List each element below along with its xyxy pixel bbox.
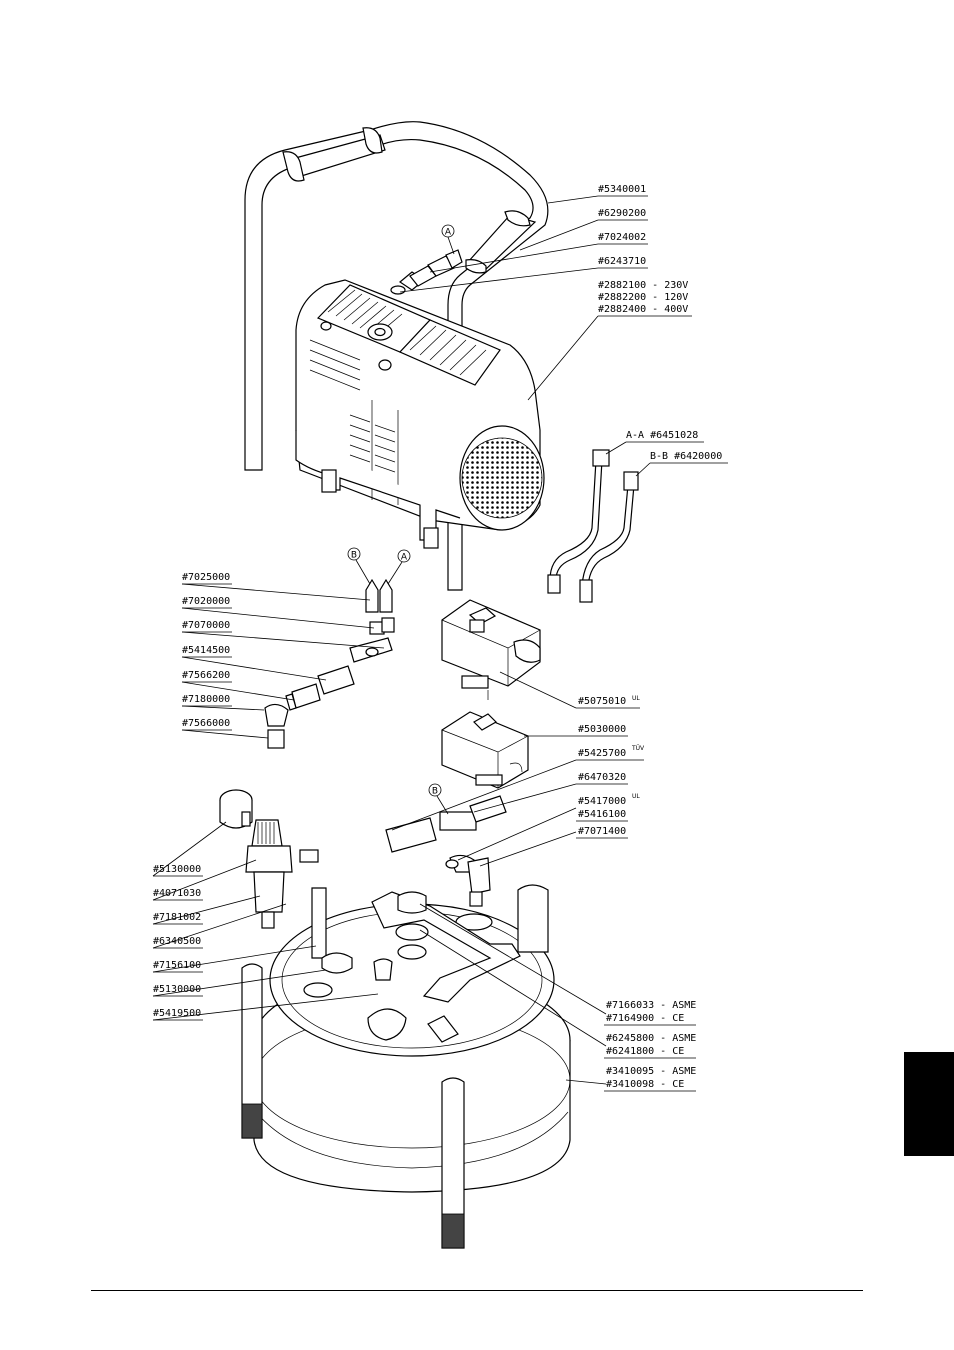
svg-text:UL: UL <box>632 793 640 800</box>
part-label-4071030: #4071030 <box>153 888 203 901</box>
svg-text:#7070000: #7070000 <box>182 620 230 631</box>
callout-a-left: A <box>387 549 411 585</box>
part-label-7020000: #7020000 <box>182 596 232 609</box>
callout-b-left: B <box>347 547 371 585</box>
svg-text:#4071030: #4071030 <box>153 888 201 899</box>
pressure-switch <box>441 711 529 789</box>
part-label-6340500: #6340500 <box>153 936 203 949</box>
svg-text:A: A <box>401 553 408 563</box>
svg-text:#7020000: #7020000 <box>182 596 230 607</box>
part-label-6241800: #6241800 - CE <box>604 1046 696 1059</box>
part-label-2882200: #2882200 - 120V <box>598 292 688 303</box>
part-label-5417000: #5417000 UL <box>578 793 640 807</box>
part-label-6290200: #6290200 <box>598 208 648 221</box>
svg-text:#5340001: #5340001 <box>598 184 646 195</box>
part-label-7181002: #7181002 <box>153 912 203 925</box>
svg-text:#6290200: #6290200 <box>598 208 646 219</box>
legs <box>241 963 465 1249</box>
svg-text:#7156100: #7156100 <box>153 960 201 971</box>
svg-text:#7025000: #7025000 <box>182 572 230 583</box>
part-label-5416100: #5416100 <box>576 809 628 822</box>
svg-text:#2882400 - 400V: #2882400 - 400V <box>598 304 688 315</box>
svg-text:A: A <box>445 228 452 238</box>
part-label-5130000-top: #5130000 <box>153 864 203 877</box>
svg-text:#7566000: #7566000 <box>182 718 230 729</box>
part-label-7071400: #7071400 <box>576 826 628 839</box>
svg-text:B-B #6420000: B-B #6420000 <box>650 451 722 462</box>
part-label-5030000: #5030000 <box>576 724 628 737</box>
part-label-7166033: #7166033 - ASME <box>606 1000 696 1011</box>
svg-text:#7566200: #7566200 <box>182 670 230 681</box>
svg-text:#2882200 - 120V: #2882200 - 120V <box>598 292 688 303</box>
part-label-6470320: #6470320 <box>576 772 628 785</box>
part-label-5414500: #5414500 <box>182 645 232 658</box>
hoses <box>547 449 639 603</box>
air-tank <box>253 884 571 1193</box>
compressor-motor <box>295 279 545 549</box>
svg-text:#5414500: #5414500 <box>182 645 230 656</box>
part-label-7180000: #7180000 <box>182 694 232 707</box>
part-label-7164900: #7164900 - CE <box>604 1013 696 1026</box>
left-fittings <box>264 578 395 749</box>
chapter-tab <box>904 1052 954 1156</box>
part-label-2882100: #2882100 - 230V <box>598 280 688 291</box>
part-label-3410095: #3410095 - ASME <box>606 1066 696 1077</box>
part-label-7566200: #7566200 <box>182 670 232 683</box>
part-label-5419500: #5419500 <box>153 1008 203 1021</box>
svg-text:#7166033 - ASME: #7166033 - ASME <box>606 1000 696 1011</box>
svg-text:B: B <box>432 787 438 797</box>
svg-text:#3410095 - ASME: #3410095 - ASME <box>606 1066 696 1077</box>
svg-text:#5416100: #5416100 <box>578 809 626 820</box>
svg-text:#6470320: #6470320 <box>578 772 626 783</box>
svg-text:#5075010: #5075010 <box>578 696 626 707</box>
svg-text:#5417000: #5417000 <box>578 796 626 807</box>
callout-b-mid: B <box>428 783 449 815</box>
part-label-6451028: A-A #6451028 <box>626 430 704 443</box>
gauge-and-regulator <box>219 789 319 929</box>
callout-a-top: A <box>441 224 455 255</box>
part-label-6243710: #6243710 <box>598 256 648 269</box>
svg-text:#2882100 - 230V: #2882100 - 230V <box>598 280 688 291</box>
svg-text:#5425700: #5425700 <box>578 748 626 759</box>
svg-text:#6340500: #6340500 <box>153 936 201 947</box>
svg-text:#3410098 - CE: #3410098 - CE <box>606 1079 684 1090</box>
svg-text:#5130000: #5130000 <box>153 864 201 875</box>
part-label-7156100: #7156100 <box>153 960 203 973</box>
svg-text:#6241800 - CE: #6241800 - CE <box>606 1046 684 1057</box>
part-label-6245800: #6245800 - ASME <box>606 1033 696 1044</box>
svg-text:#5030000: #5030000 <box>578 724 626 735</box>
svg-text:#7181002: #7181002 <box>153 912 201 923</box>
part-label-6420000: B-B #6420000 <box>650 451 728 464</box>
part-label-7070000: #7070000 <box>182 620 232 633</box>
svg-text:TÜV: TÜV <box>631 745 645 752</box>
part-label-3410098: #3410098 - CE <box>604 1079 696 1092</box>
footer-rule <box>91 1290 863 1291</box>
svg-text:UL: UL <box>632 695 640 702</box>
part-label-7025000: #7025000 <box>182 572 232 585</box>
svg-text:A-A #6451028: A-A #6451028 <box>626 430 698 441</box>
svg-text:#5419500: #5419500 <box>153 1008 201 1019</box>
svg-text:#7024002: #7024002 <box>598 232 646 243</box>
part-label-5425700: #5425700 TÜV <box>576 745 645 761</box>
svg-text:#6245800 - ASME: #6245800 - ASME <box>606 1033 696 1044</box>
handle-frame <box>244 121 549 591</box>
mid-fittings <box>385 795 507 907</box>
svg-text:#7180000: #7180000 <box>182 694 230 705</box>
svg-text:#5130000: #5130000 <box>153 984 201 995</box>
part-label-7024002: #7024002 <box>598 232 648 245</box>
pressure-switch-ul <box>441 599 541 700</box>
part-label-7566000: #7566000 <box>182 718 232 731</box>
part-label-5130000-bottom: #5130000 <box>153 984 203 997</box>
svg-text:#7071400: #7071400 <box>578 826 626 837</box>
svg-text:#6243710: #6243710 <box>598 256 646 267</box>
leader-lines <box>152 195 651 1085</box>
part-label-2882400: #2882400 - 400V <box>598 304 692 317</box>
svg-text:B: B <box>351 551 357 561</box>
part-label-5075010: #5075010 UL <box>576 695 640 709</box>
svg-text:#7164900 - CE: #7164900 - CE <box>606 1013 684 1024</box>
part-label-5340001: #5340001 <box>598 184 648 197</box>
